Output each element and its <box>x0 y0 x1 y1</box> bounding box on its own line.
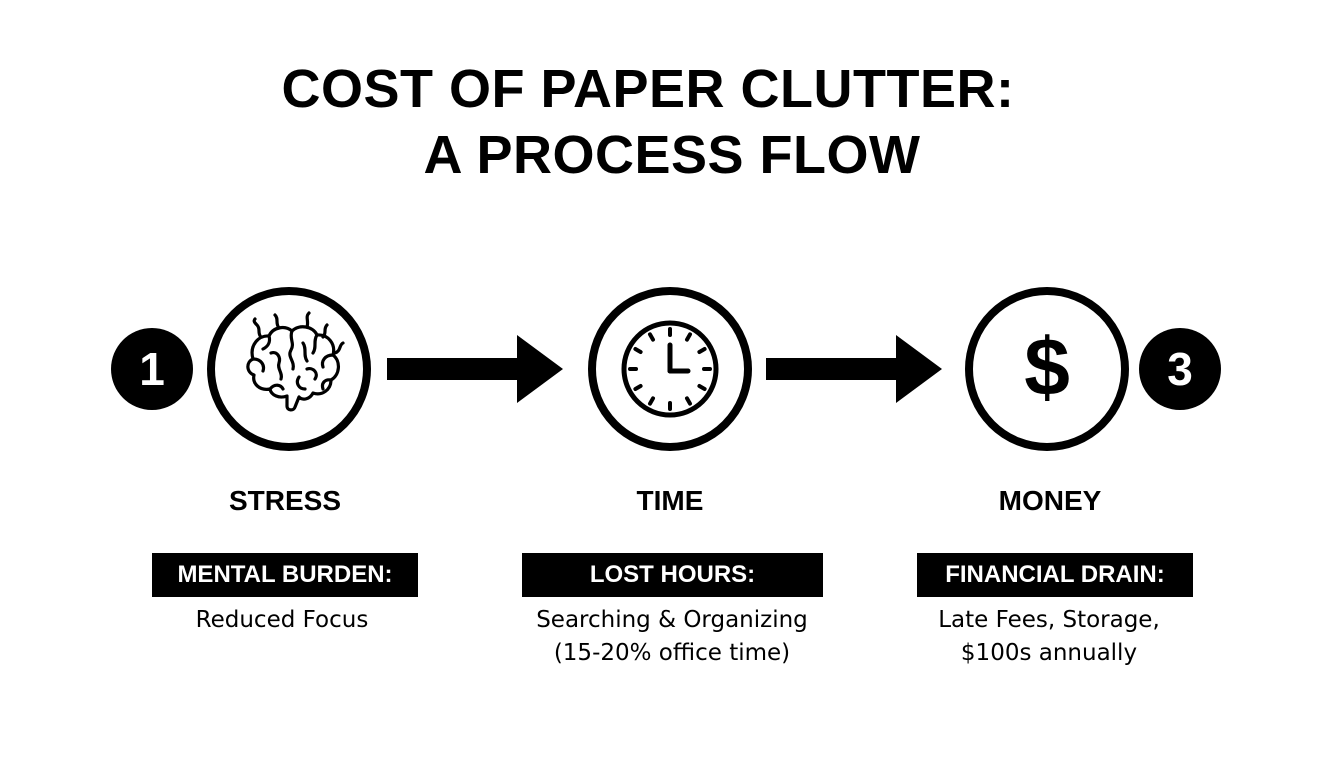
desc-time: Searching & Organizing (15-20% office ti… <box>502 604 842 670</box>
tag-financial-drain: FINANCIAL DRAIN: <box>917 553 1193 597</box>
flow-arrow-2 <box>766 335 942 403</box>
stage-label-stress: STRESS <box>228 485 342 516</box>
tag-lost-hours: LOST HOURS: <box>522 553 823 597</box>
step-number-badge-1: 1 <box>111 328 193 410</box>
money-icon-circle: $ <box>965 287 1129 451</box>
time-icon-circle <box>588 287 752 451</box>
dollar-icon: $ <box>1024 322 1070 413</box>
desc-line: $100s annually <box>960 640 1138 666</box>
tag-mental-burden: MENTAL BURDEN: <box>152 553 418 597</box>
clock-icon <box>621 320 719 418</box>
flow-arrow-1 <box>387 335 563 403</box>
page-title-line-1: COST OF PAPER CLUTTER: <box>281 59 1015 119</box>
step-number-badge-3: 3 <box>1139 328 1221 410</box>
desc-line: (15-20% office time) <box>553 640 791 666</box>
svg-text:$: $ <box>1024 322 1070 413</box>
desc-stress: Reduced Focus <box>112 604 452 637</box>
brain-icon <box>246 311 345 412</box>
desc-line: Searching & Organizing <box>536 607 808 633</box>
page-title-line-2: A PROCESS FLOW <box>423 125 921 185</box>
stress-icon-circle <box>207 287 371 451</box>
desc-line: Reduced Focus <box>195 607 369 633</box>
stage-label-money: MONEY <box>998 485 1102 516</box>
stage-label-time: TIME <box>636 485 704 516</box>
desc-money: Late Fees, Storage, $100s annually <box>879 604 1219 670</box>
desc-line: Late Fees, Storage, <box>938 607 1160 633</box>
